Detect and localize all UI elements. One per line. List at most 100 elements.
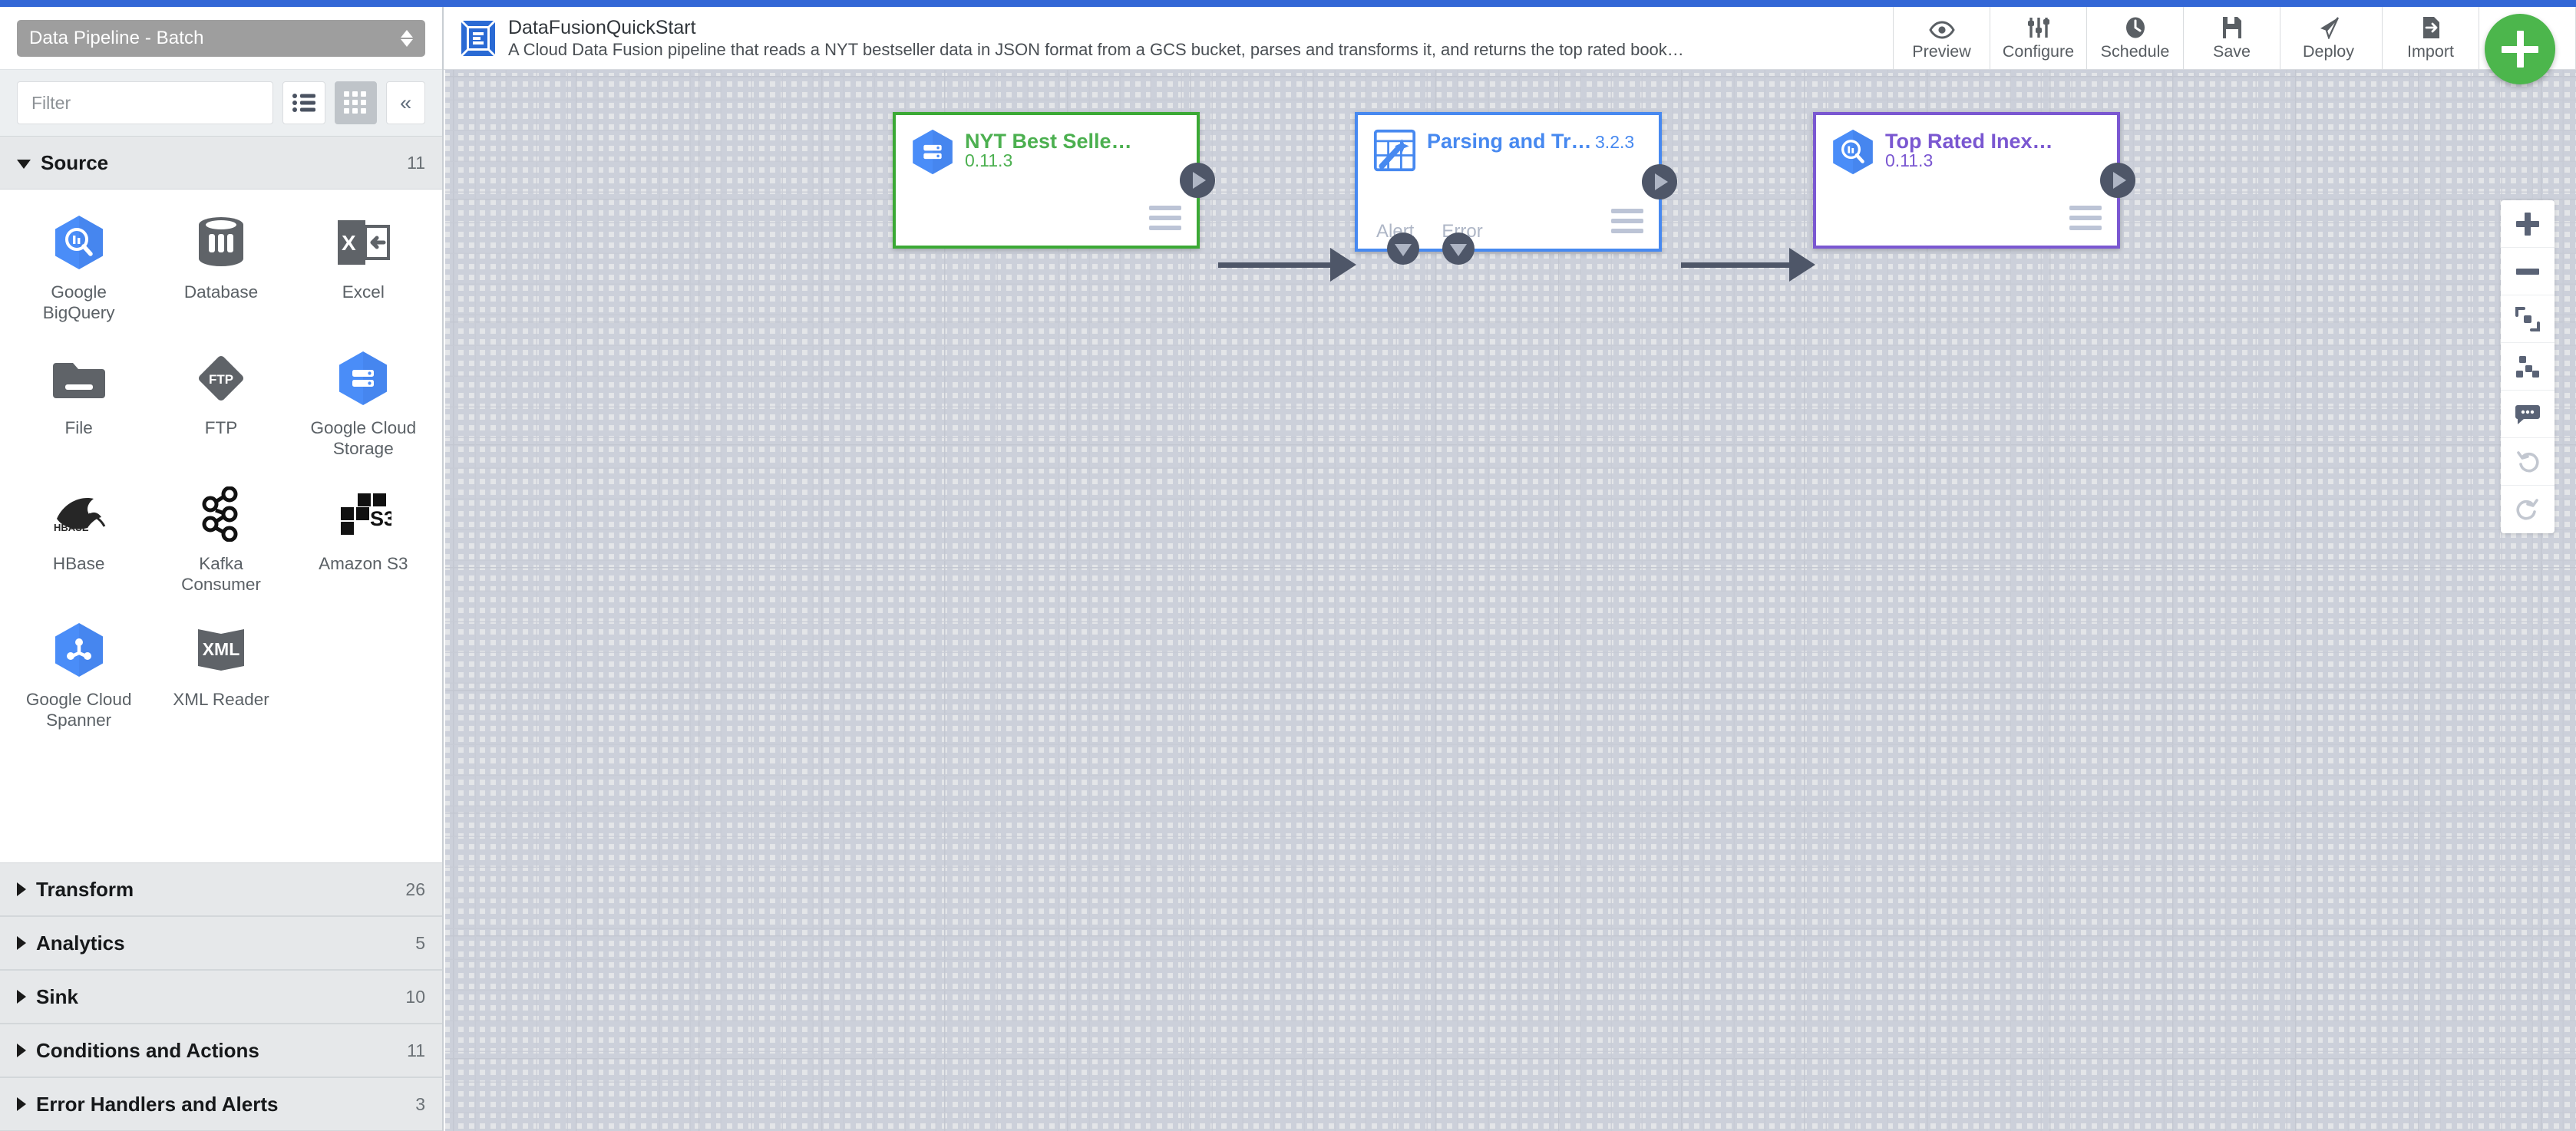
excel-icon: X [335,214,391,271]
clock-icon [2125,15,2146,39]
svg-text:XML: XML [203,639,240,659]
group-label: Conditions and Actions [36,1038,259,1062]
sidebar-group-error-handlers-and-alerts[interactable]: Error Handlers and Alerts 3 [0,1077,442,1131]
node-name: Top Rated Inex… [1885,130,2053,153]
group-label: Error Handlers and Alerts [36,1092,279,1116]
cdap-logo-icon [459,18,497,58]
pipeline-canvas[interactable]: NYT Best Selle… 0.11.3 [445,70,2576,1131]
comments-button[interactable] [2501,391,2555,438]
node-menu-button[interactable] [1149,206,1181,230]
google-bigquery-icon [51,214,107,271]
node-name: NYT Best Selle… [965,130,1132,153]
plugin-label: Kafka Consumer [181,553,261,595]
caret-right-icon [17,882,26,896]
configure-button[interactable]: Configure [1990,7,2086,69]
deploy-button[interactable]: Deploy [2280,7,2376,69]
comment-icon [2515,404,2540,424]
plugin-hbase[interactable]: HBASE HBase [8,481,150,600]
source-plugin-grid: Google BigQuery Database [0,190,442,751]
list-view-icon [292,94,315,112]
button-label: Configure [2002,42,2075,61]
button-label: Save [2212,42,2251,61]
node-name: Parsing and Tr… [1427,130,1592,153]
pipeline-type-select[interactable]: Data Pipeline - Batch [17,19,425,57]
node-header: Top Rated Inex… 0.11.3 [1816,115,2117,175]
sidebar-group-conditions-and-actions[interactable]: Conditions and Actions 11 [0,1024,442,1077]
sidebar-group-source[interactable]: Source 11 [0,136,442,190]
error-output-port[interactable] [1442,232,1475,265]
plugin-database[interactable]: Database [150,209,292,328]
plugin-label: Amazon S3 [319,553,408,573]
plugin-google-bigquery[interactable]: Google BigQuery [8,209,150,328]
canvas-controls [2501,200,2555,533]
node-output-port[interactable] [1642,164,1677,199]
undo-button[interactable] [2501,438,2555,486]
group-label: Analytics [36,931,125,955]
group-count: 3 [415,1093,425,1114]
plugin-label: Google Cloud Storage [310,417,417,459]
zoom-in-button[interactable] [2501,200,2555,248]
fit-screen-icon [2515,306,2540,331]
add-plugin-fab-button[interactable] [2485,14,2555,84]
title-texts: DataFusionQuickStart A Cloud Data Fusion… [508,17,1684,59]
preview-button[interactable]: Preview [1893,7,1990,69]
hbase-icon: HBASE [51,486,107,542]
plugin-google-cloud-storage[interactable]: Google Cloud Storage [292,345,434,464]
database-icon [193,214,249,271]
schedule-button[interactable]: Schedule [2086,7,2183,69]
pipeline-node-bigquery-sink[interactable]: Top Rated Inex… 0.11.3 [1813,112,2135,249]
node-text: NYT Best Selle… 0.11.3 [965,129,1181,170]
group-count: 11 [407,152,425,173]
plugin-kafka-consumer[interactable]: Kafka Consumer [150,481,292,600]
svg-text:S3: S3 [370,507,391,530]
sidebar-group-transform[interactable]: Transform 26 [0,862,442,916]
plugin-label: Google BigQuery [42,282,115,323]
plugin-ftp[interactable]: FTP FTP [150,345,292,464]
fit-to-screen-button[interactable] [2501,295,2555,343]
double-chevron-left-icon: « [400,91,412,114]
sidebar-header: Data Pipeline - Batch [0,7,442,70]
sidebar-toolbar: « [0,70,442,136]
import-button[interactable]: Import [2382,7,2479,69]
align-nodes-button[interactable] [2501,343,2555,391]
plugin-label: XML Reader [173,689,269,709]
pipeline-title-block: DataFusionQuickStart A Cloud Data Fusion… [444,7,1893,69]
import-icon [2420,15,2442,39]
plugin-xml-reader[interactable]: XML XML Reader [150,617,292,736]
list-view-button[interactable] [282,81,325,124]
node-text: Parsing and Tr… 3.2.3 [1427,129,1634,152]
plugin-excel[interactable]: X Excel [292,209,434,328]
floppy-disk-icon [2222,15,2242,39]
button-label: Preview [1912,42,1971,61]
node-output-port[interactable] [2100,163,2135,198]
pipeline-description: A Cloud Data Fusion pipeline that reads … [508,39,1684,59]
zoom-out-button[interactable] [2501,248,2555,295]
filter-input[interactable] [17,81,273,124]
top-accent-bar [0,0,2576,7]
google-cloud-spanner-icon [51,622,107,678]
connection-gcs-to-wrangler [1218,248,1356,282]
sidebar-group-analytics[interactable]: Analytics 5 [0,916,442,970]
sidebar-collapse-button[interactable]: « [386,81,425,124]
pipeline-node-gcs-source[interactable]: NYT Best Selle… 0.11.3 [893,112,1215,249]
node-menu-button[interactable] [1611,209,1643,233]
plugin-file[interactable]: File [8,345,150,464]
node-header: NYT Best Selle… 0.11.3 [896,115,1197,175]
caret-down-icon [17,159,31,169]
redo-button[interactable] [2501,486,2555,533]
plugin-amazon-s3[interactable]: S3 Amazon S3 [292,481,434,600]
node-menu-button[interactable] [2069,206,2102,230]
minus-icon [2516,260,2539,283]
pipeline-node-wrangler-transform[interactable]: Parsing and Tr… 3.2.3 Alert Error [1355,112,1677,265]
save-button[interactable]: Save [2183,7,2280,69]
plugin-google-cloud-spanner[interactable]: Google Cloud Spanner [8,617,150,736]
amazon-s3-icon: S3 [335,486,391,542]
sidebar-group-sink[interactable]: Sink 10 [0,970,442,1024]
grid-view-button[interactable] [334,81,378,124]
node-output-port[interactable] [1180,163,1215,198]
node-version: 3.2.3 [1595,132,1635,152]
grid-view-icon [344,91,367,114]
align-nodes-icon [2516,355,2539,378]
alert-output-port[interactable] [1387,232,1419,265]
